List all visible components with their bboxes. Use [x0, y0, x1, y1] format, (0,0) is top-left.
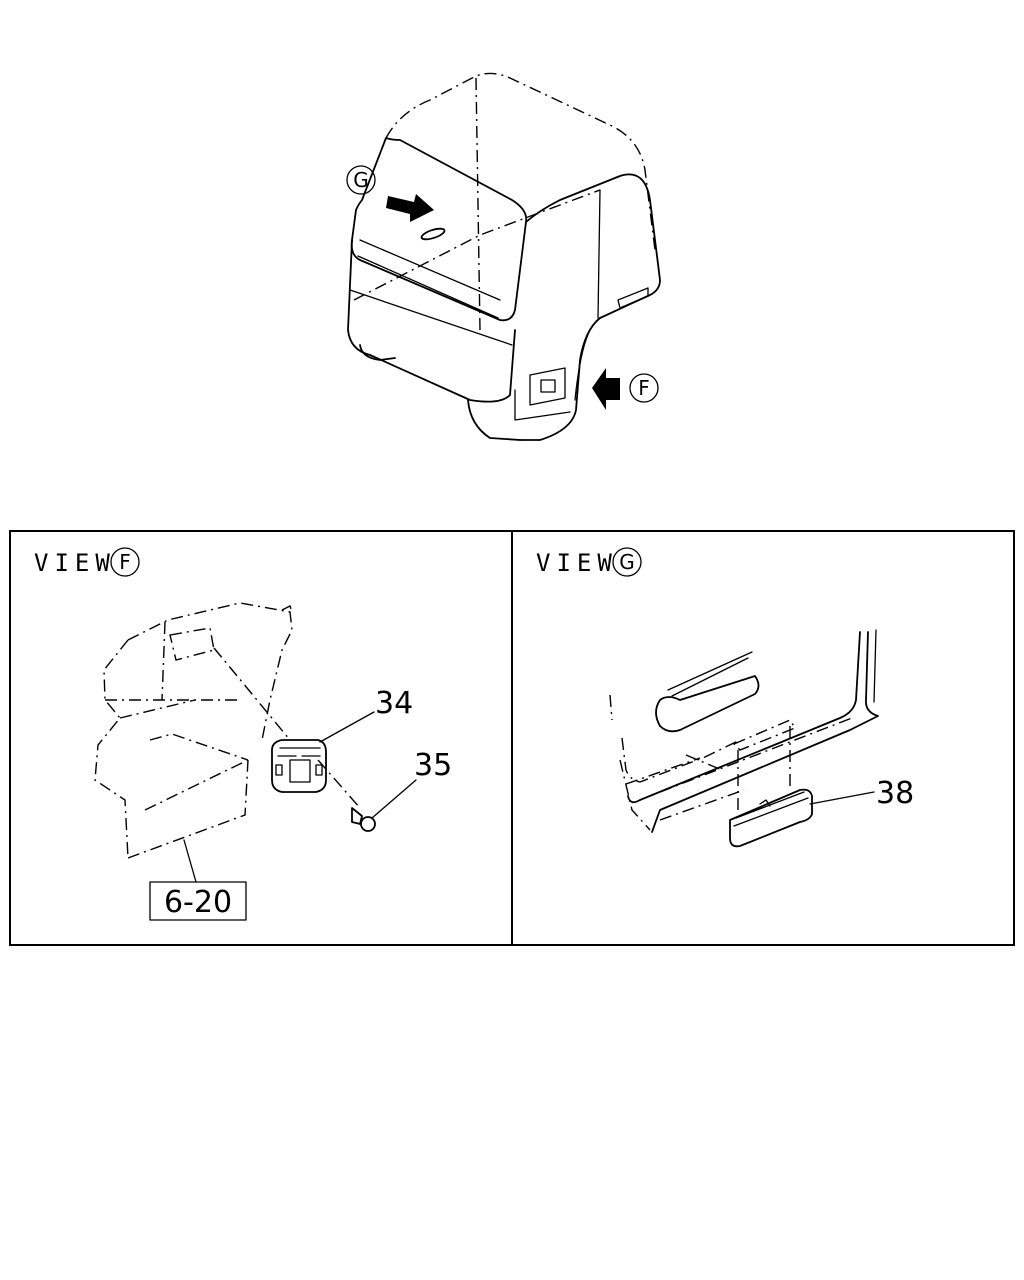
view-f: VIEW F — [34, 547, 452, 921]
view-f-panel — [9, 530, 513, 946]
view-f-title: VIEW — [34, 549, 116, 577]
callout-34: 34 — [375, 686, 413, 721]
ref-box — [149, 881, 247, 921]
view-g-marker: G — [612, 547, 642, 577]
part-38-lamp — [729, 788, 813, 848]
callout-38: 38 — [876, 776, 914, 811]
ref-6-20: 6-20 — [164, 885, 232, 920]
arrow-g-icon — [386, 194, 434, 222]
view-f-marker: F — [110, 547, 140, 577]
svg-text:G: G — [353, 168, 369, 192]
part-35-screw — [351, 807, 376, 832]
view-g-panel — [511, 530, 1015, 946]
svg-text:F: F — [119, 550, 131, 574]
part-34-lamp — [271, 739, 327, 793]
marker-f: F — [629, 373, 659, 403]
view-g: VIEW G 38 — [536, 547, 914, 848]
view-g-title: VIEW — [536, 549, 618, 577]
truck-cab-overview: G F — [346, 72, 661, 441]
callout-35: 35 — [414, 748, 452, 783]
svg-text:G: G — [619, 550, 635, 574]
marker-g: G — [346, 165, 376, 195]
arrow-f-icon — [592, 368, 620, 410]
svg-text:F: F — [638, 376, 650, 400]
